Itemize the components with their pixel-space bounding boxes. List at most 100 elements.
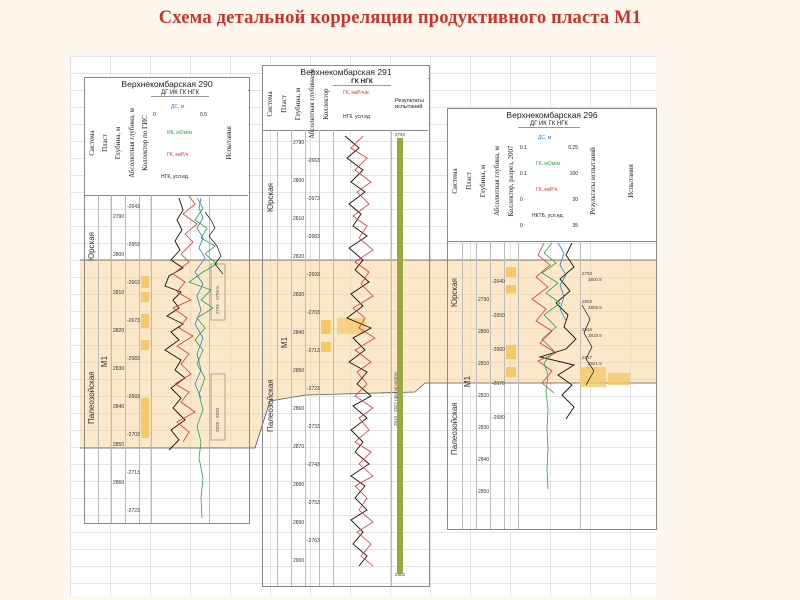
abs-depth-label: -2743	[307, 462, 320, 468]
col-line	[263, 130, 278, 586]
abs-depth-label: -2683	[307, 234, 320, 240]
scale-label: 0	[153, 112, 156, 118]
depth-label: 2810	[293, 216, 305, 222]
abs-depth-label: -2763	[307, 538, 320, 544]
page-title: Схема детальной корреляции продуктивного…	[158, 8, 642, 28]
depth-label: 2840	[113, 404, 125, 410]
depth-label: 2890	[293, 520, 305, 526]
result-label: 2821.5	[588, 361, 602, 366]
well-291-collector-blocks	[321, 138, 403, 574]
curve-ngk-label: НГК, усл.ед.	[343, 114, 372, 120]
col-line	[291, 130, 306, 586]
depth-label: 2800	[113, 252, 125, 258]
well-296-ds-curve	[557, 242, 567, 322]
zone-bottom-line	[80, 382, 656, 449]
well-290-test-note: 2828 - 2839	[215, 407, 220, 432]
abs-depth-label: -2703	[307, 310, 320, 316]
result-label: 2816	[582, 327, 593, 332]
abs-depth-label: -2713	[307, 348, 320, 354]
well-291-test-note: 2819 - 2827 приток нефти	[393, 372, 398, 426]
correlation-zone-lines	[80, 259, 656, 449]
result-label: 2802	[582, 299, 593, 304]
col-line	[111, 195, 126, 523]
well-290-ik-curve	[188, 197, 218, 519]
depth-label: 2820	[478, 393, 490, 399]
abs-depth-label: -2713	[127, 470, 140, 476]
depth-label: 2880	[293, 482, 305, 488]
abs-depth-label: -2650	[492, 313, 505, 319]
abs-depth-label: -2673	[127, 318, 140, 324]
scale-label: 35	[572, 223, 578, 229]
well-290-ngk-right	[204, 211, 224, 275]
curve-ik-label: ИК, мОм/м	[167, 130, 192, 136]
depth-label: 2820	[113, 328, 125, 334]
depth-label: 2870	[293, 444, 305, 450]
col-line	[333, 130, 392, 586]
well-296-log-curves	[506, 242, 630, 490]
result-label: 2818.5	[588, 333, 602, 338]
curve-ngk-label: НКТБ, усл.ед.	[532, 213, 564, 219]
depth-label: 2840	[478, 457, 490, 463]
abs-depth-label: -2653	[127, 242, 140, 248]
abs-depth-label: -2723	[307, 386, 320, 392]
curve-ik-label: ГК, мОм/м	[536, 161, 560, 167]
tests-label: Результаты испытаний	[395, 98, 424, 110]
abs-depth-label: -2663	[127, 280, 140, 286]
col-line	[319, 130, 334, 586]
well-296-ik-curve	[541, 242, 561, 490]
scale-label: 0.1	[520, 171, 527, 177]
abs-depth-label: -2733	[307, 424, 320, 430]
result-label: 2806.5	[588, 305, 602, 310]
curve-ds-label: ДС, м	[171, 104, 185, 110]
depth-label: 2810	[478, 361, 490, 367]
well-296-tests-header: Испытания	[606, 121, 656, 242]
depth-label: 2800	[293, 178, 305, 184]
well-291-gk-curve	[350, 135, 376, 567]
well-290-log-curves: 2795 - 2799.5 2828 - 2839	[141, 195, 226, 519]
curve-gk-label: ГК, мкР/ч	[167, 152, 189, 158]
well-291-tests-header: Результаты испытаний	[391, 78, 428, 131]
abs-depth-label: -2703	[127, 432, 140, 438]
depth-label: 2800	[478, 329, 490, 335]
well-290-ds-curve	[194, 197, 206, 399]
well-296-ngk-right	[581, 304, 595, 386]
abs-depth-label: -2663	[307, 158, 320, 164]
col-line	[462, 241, 477, 529]
col-line	[448, 241, 463, 529]
well-291-log-header: ГК НГК ГК, мкР/час НГК, усл.ед.	[333, 78, 392, 131]
well-290-panel: Верхнекомбарская 290 Система Пласт Глуби…	[84, 77, 250, 524]
well-296-panel: Верхнекомбарская 296 Система Пласт Глуби…	[447, 108, 657, 530]
abs-depth-label: -2753	[307, 500, 320, 506]
depth-label: 2810	[113, 290, 125, 296]
curve-gk-label: ГК, мкР/час	[343, 90, 370, 96]
depth-label: 2860	[113, 480, 125, 486]
depth-label: 2830	[293, 292, 305, 298]
depth-label: 2860	[293, 406, 305, 412]
depth-label: 2830	[113, 366, 125, 372]
scale-label: 100	[569, 171, 578, 177]
scale-label: 20	[572, 197, 578, 203]
scale-label: 0	[520, 197, 523, 203]
abs-depth-label: -2693	[307, 272, 320, 278]
col-line	[504, 241, 519, 529]
log-header-label: ГК НГК	[333, 78, 391, 86]
col-line	[85, 195, 99, 523]
well-290-test-note: 2795 - 2799.5	[215, 286, 220, 314]
scale-label: 0.25	[568, 145, 578, 151]
well-290-ngk-curve	[164, 197, 186, 451]
scale-label: 0.5	[200, 112, 207, 118]
m1-zone-polygon	[80, 260, 656, 448]
well-296-collector-blocks	[506, 267, 630, 387]
col-line	[125, 195, 140, 523]
depth-label: 2830	[478, 425, 490, 431]
well-291-log-curves: 2819 - 2827 приток нефти	[321, 135, 403, 574]
abs-depth-label: -2670	[492, 381, 505, 387]
well-291-panel: Верхнекомбарская 291 Система Пласт Глуби…	[262, 65, 430, 587]
abs-depth-label: -2640	[492, 279, 505, 285]
depth-label: 2790	[293, 140, 305, 146]
well-290-log-header: ДГ ИК ГК НГК ДС, м 0 0.5 ИК, мОм/м ГК, м…	[151, 90, 210, 196]
abs-depth-label: -2683	[127, 356, 140, 362]
curve-gk-label: ГК, мкР/ч	[536, 187, 558, 193]
col-line	[476, 241, 491, 529]
correlation-sheet: Верхнекомбарская 290 Система Пласт Глуби…	[70, 56, 657, 596]
